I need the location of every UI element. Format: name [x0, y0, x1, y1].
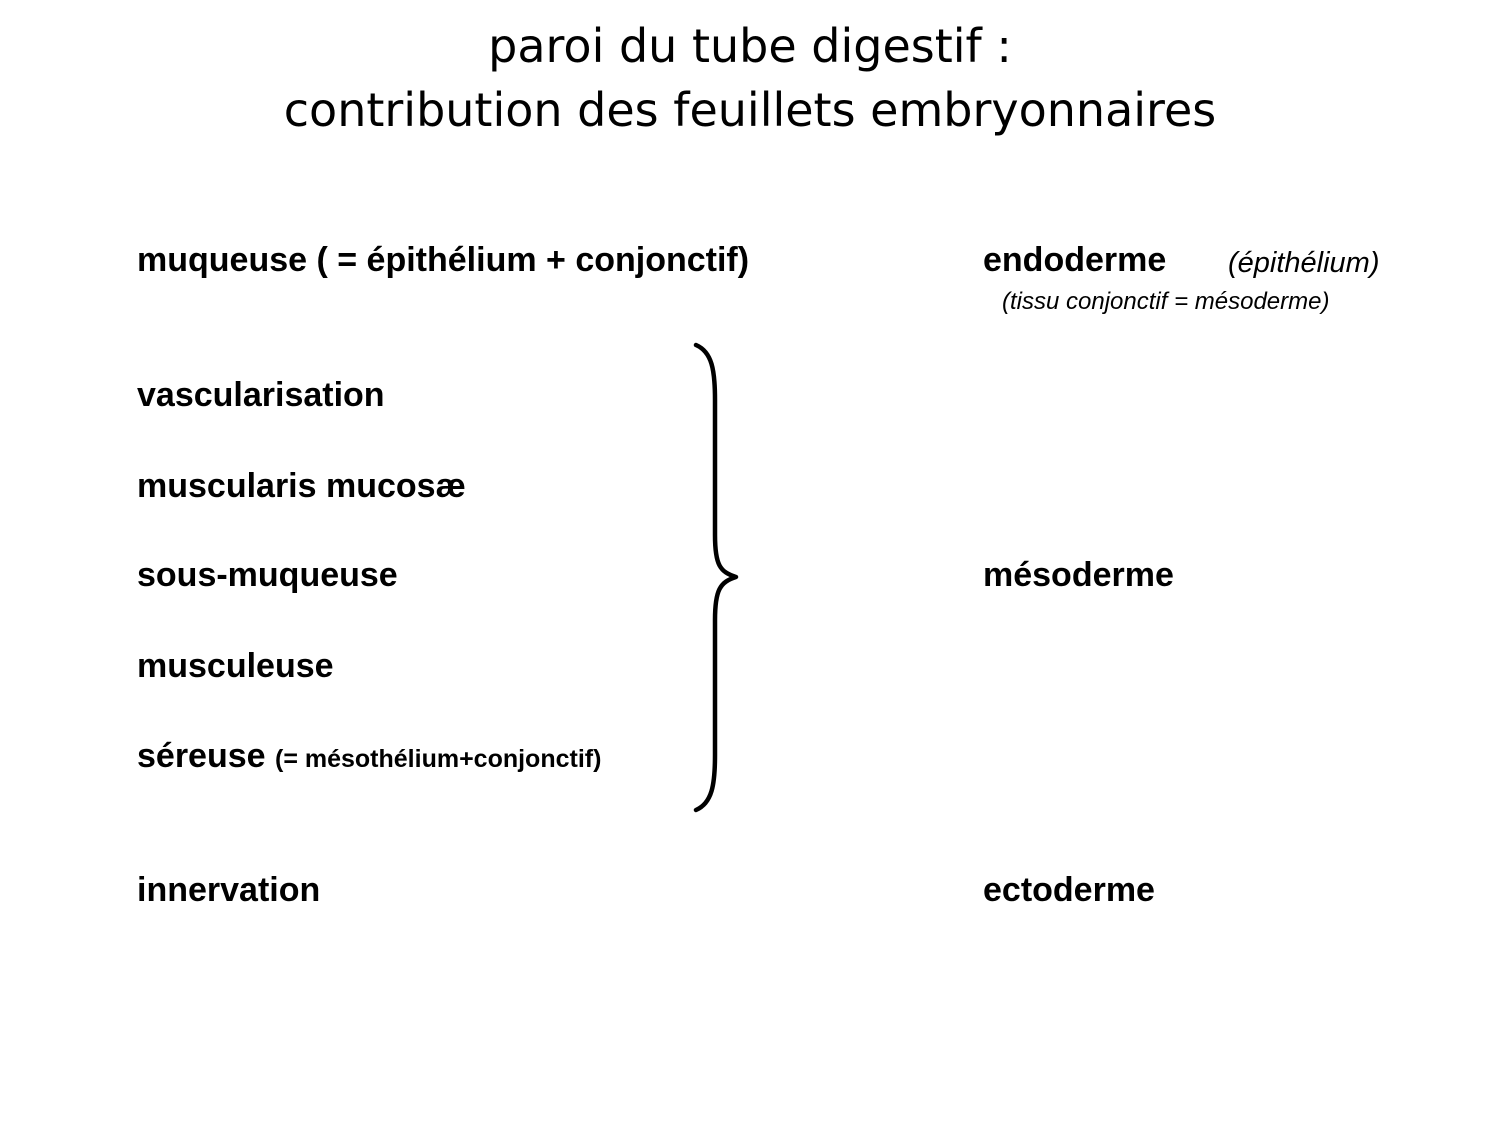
page-title: paroi du tube digestif : contribution de… — [0, 14, 1500, 142]
title-line-1: paroi du tube digestif : — [488, 19, 1012, 73]
sereuse-note: (= mésothélium+conjonctif) — [275, 745, 602, 773]
label-innervation: innervation — [137, 871, 321, 909]
label-muqueuse: muqueuse ( = épithélium + conjonctif) — [137, 241, 750, 279]
brace-path — [693, 342, 739, 813]
title-line-2: contribution des feuillets embryonnaires — [283, 83, 1217, 137]
origin-mesoderme: mésoderme — [983, 556, 1174, 594]
label-sereuse: séreuse (= mésothélium+conjonctif) — [137, 736, 601, 779]
label-vascularisation: vascularisation — [137, 376, 385, 414]
label-muscularis-mucosae: muscularis mucosæ — [137, 467, 466, 505]
curly-brace — [693, 342, 739, 813]
sereuse-text: séreuse — [137, 737, 266, 775]
endoderme-note-conjonctif: (tissu conjonctif = mésoderme) — [1002, 288, 1330, 315]
origin-ectoderme: ectoderme — [983, 871, 1155, 909]
label-musculeuse: musculeuse — [137, 647, 334, 685]
origin-endoderme: endoderme — [983, 241, 1167, 279]
label-sous-muqueuse: sous-muqueuse — [137, 556, 398, 594]
endoderme-note-epithelium: (épithélium) — [1228, 247, 1380, 279]
